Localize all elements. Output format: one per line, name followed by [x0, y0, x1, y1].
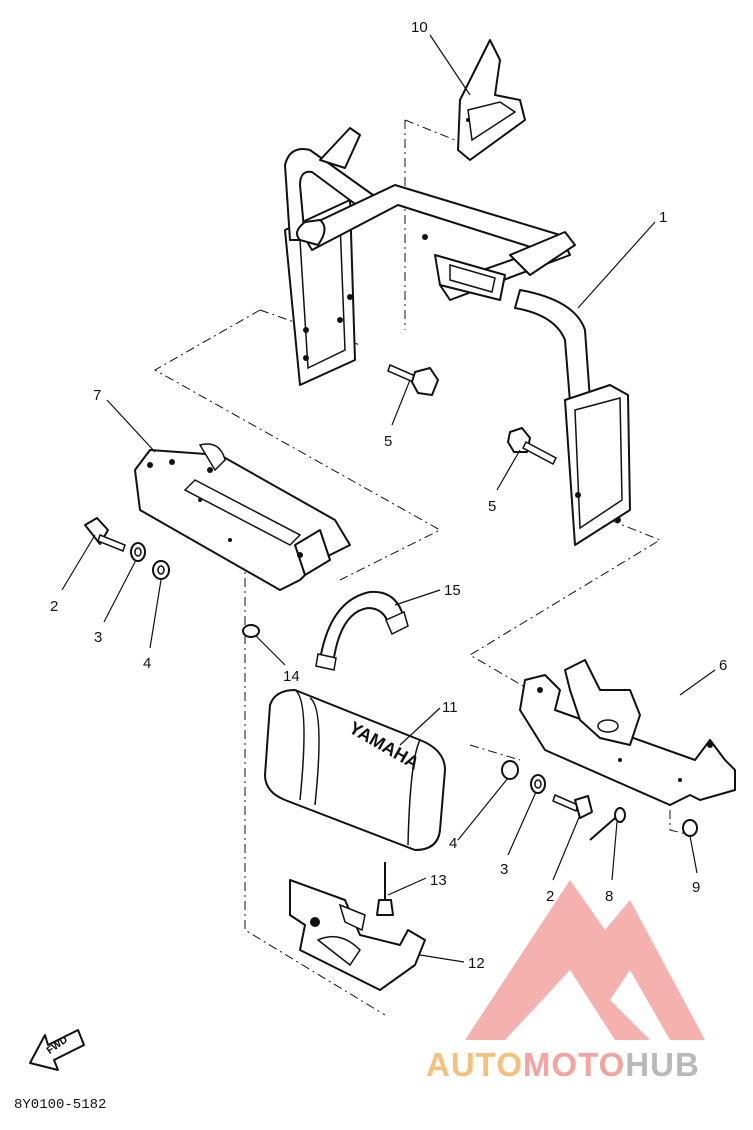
callout-2-left: 2	[50, 598, 58, 615]
washer-part-4-left	[152, 560, 170, 580]
diagram-code: 8Y0100-5182	[14, 1097, 107, 1113]
bolt-part-2-left	[84, 517, 126, 552]
bracket-part-6	[519, 659, 736, 806]
callout-2-right: 2	[546, 888, 554, 905]
washer-part-4-right	[501, 760, 519, 780]
callout-4-right: 4	[449, 835, 457, 852]
callout-11: 11	[442, 699, 458, 716]
bracket-part-12	[289, 879, 426, 991]
washer-part-3-left	[130, 542, 146, 562]
watermark-logo	[465, 880, 705, 1040]
forward-arrow-icon	[29, 1029, 85, 1071]
washer-part-9	[682, 819, 698, 837]
callout-leader-lines	[61, 34, 716, 963]
battery-part-11: YAMAHA	[264, 689, 446, 851]
brand-text-moto: MOTO	[522, 1046, 626, 1083]
bolt-part-5-upper	[387, 363, 439, 396]
callout-9: 9	[692, 879, 700, 896]
brand-text-auto: AUTO	[426, 1046, 523, 1083]
grommet-part-14	[242, 624, 260, 638]
callout-4-left: 4	[143, 655, 151, 672]
frame-part-1	[284, 127, 631, 546]
callout-3-right: 3	[500, 861, 508, 878]
washer-part-3-right	[530, 774, 546, 794]
bolt-part-2-right	[552, 793, 593, 819]
callout-15: 15	[444, 582, 461, 599]
pin-part-8	[589, 807, 626, 841]
pin-part-13	[376, 862, 394, 916]
callout-1: 1	[659, 209, 667, 226]
callout-3-left: 3	[94, 629, 102, 646]
bolt-part-5-lower	[507, 427, 557, 466]
callout-6: 6	[719, 657, 727, 674]
bracket-part-7	[134, 443, 351, 591]
strap-part-15	[315, 590, 409, 671]
callout-14: 14	[283, 668, 300, 685]
callout-labels: 10 1 5 5 7 2 3 4 14 15 11 6 4 3 2 8 9 13…	[50, 19, 727, 972]
callout-5-upper: 5	[384, 433, 392, 450]
callout-8: 8	[605, 888, 613, 905]
brand-text-hub: HUB	[625, 1046, 700, 1083]
bracket-part-10	[457, 39, 526, 161]
callout-12: 12	[468, 955, 485, 972]
callout-13: 13	[430, 872, 447, 889]
callout-10: 10	[411, 19, 428, 36]
callout-5-lower: 5	[488, 498, 496, 515]
callout-7: 7	[93, 387, 101, 404]
watermark-brand-text: AUTOMOTOHUB	[426, 1046, 700, 1084]
